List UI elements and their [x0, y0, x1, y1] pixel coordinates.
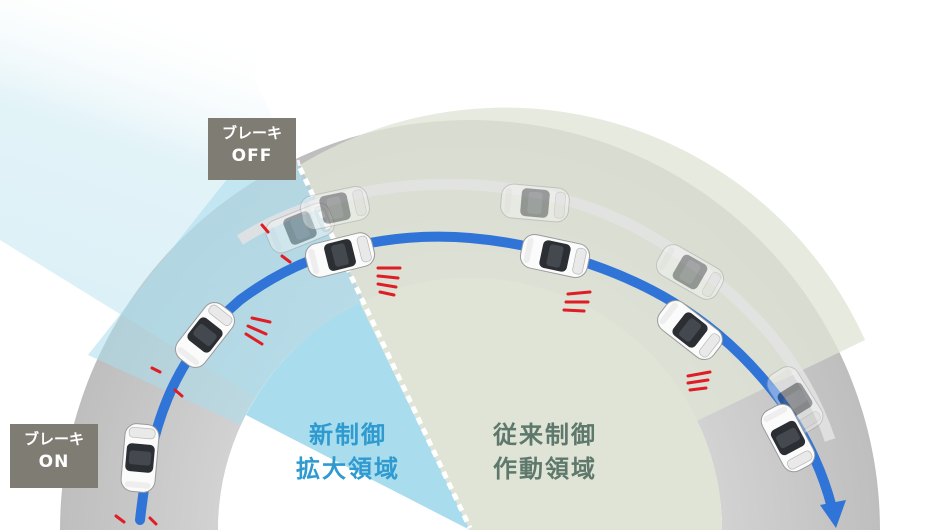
path-arrowhead	[820, 500, 846, 528]
brake-off-label: ブレーキ	[221, 124, 282, 142]
ghost-car	[499, 182, 571, 224]
brake-off-state: OFF	[231, 146, 273, 166]
brake-on-badge: ブレーキ ON	[10, 424, 98, 488]
car	[119, 422, 161, 494]
brake-off-badge: ブレーキ OFF	[208, 118, 296, 180]
conventional-control-line2: 作動領域	[493, 455, 597, 483]
conventional-control-label: 従来制御 作動領域	[480, 418, 610, 486]
brake-mark	[114, 223, 712, 526]
brake-on-label: ブレーキ	[23, 430, 84, 448]
new-zone-inner-wedge	[246, 303, 470, 530]
conventional-control-line1: 従来制御	[493, 421, 597, 449]
conventional-zone-inner-wedge	[360, 277, 723, 530]
new-control-line2: 拡大領域	[296, 455, 400, 483]
new-control-line1: 新制御	[309, 421, 387, 449]
brake-on-state: ON	[38, 452, 70, 472]
new-control-label: 新制御 拡大領域	[284, 418, 412, 486]
